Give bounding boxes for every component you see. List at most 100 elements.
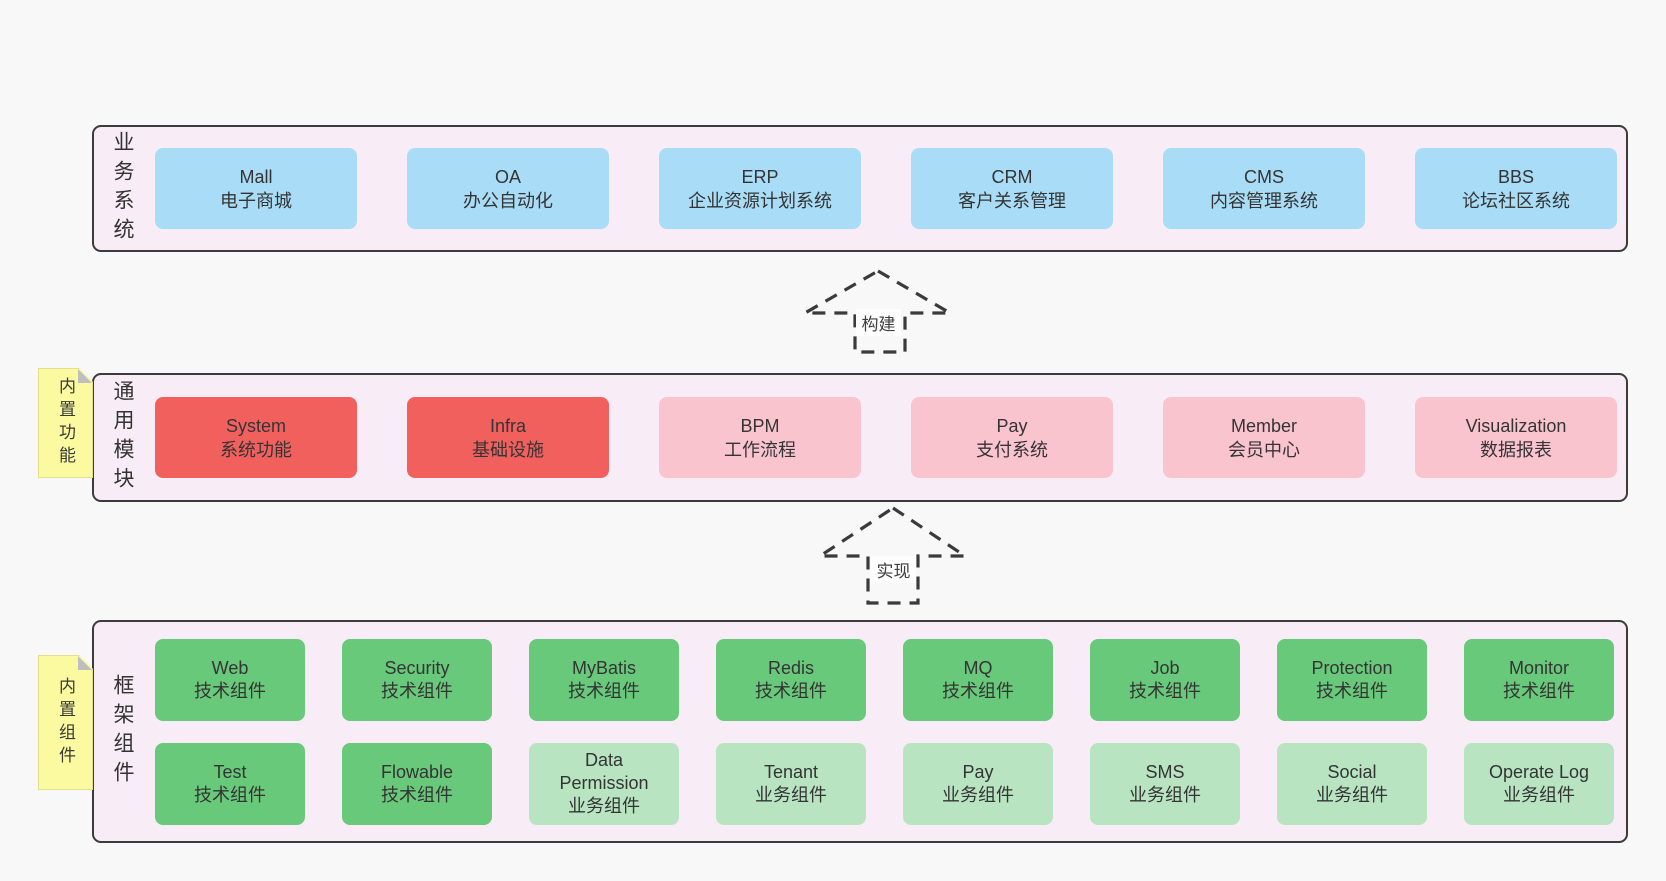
module-box-oa: OA 办公自动化	[407, 148, 609, 229]
common-modules-boxes: System 系统功能 Infra 基础设施 BPM 工作流程 Pay 支付系统 Member 会…	[155, 375, 1617, 500]
module-box-erp: ERP 企业资源计划系统	[659, 148, 861, 229]
build-arrow-outline	[799, 269, 956, 354]
module-title: Tenant	[763, 761, 819, 782]
module-title: MQ	[963, 657, 993, 678]
module-title: Infra	[489, 415, 527, 436]
module-subtitle: 技术组件	[194, 680, 266, 701]
implement-arrow	[814, 506, 971, 605]
module-title: Data Permission	[559, 750, 649, 793]
layer-framework-components-label: 框架组件	[111, 673, 134, 790]
module-box-system: System 系统功能	[155, 397, 357, 478]
module-subtitle: 技术组件	[1503, 680, 1575, 701]
module-subtitle: 业务组件	[1129, 784, 1201, 805]
module-subtitle: 业务组件	[1316, 784, 1388, 805]
note-fold-corner-icon	[78, 369, 92, 383]
module-title: Web	[211, 657, 249, 678]
module-title: Security	[384, 657, 450, 678]
builtin-components-note: 内置组件	[38, 655, 93, 790]
note-fold-corner-icon	[78, 656, 92, 670]
build-arrow	[799, 269, 956, 354]
layer-common-modules: 通用模块 System 系统功能 Infra 基础设施 BPM 工作流程 Pay 支付系统 Me…	[92, 373, 1628, 502]
module-subtitle: 技术组件	[568, 680, 640, 701]
module-title: Protection	[1311, 657, 1393, 678]
module-title: Test	[213, 761, 247, 782]
module-subtitle: 技术组件	[1129, 680, 1201, 701]
module-subtitle: 业务组件	[755, 784, 827, 805]
module-title: Flowable	[380, 761, 454, 782]
module-title: OA	[494, 166, 521, 187]
builtin-functions-note-label: 内置功能	[56, 377, 75, 469]
module-title: System	[225, 415, 286, 436]
module-title: Member	[1230, 415, 1297, 436]
module-subtitle: 系统功能	[220, 439, 292, 460]
module-title: MyBatis	[571, 657, 636, 678]
module-title: ERP	[741, 166, 779, 187]
module-subtitle: 企业资源计划系统	[688, 190, 832, 211]
module-box-member: Member 会员中心	[1163, 397, 1365, 478]
module-title: Redis	[767, 657, 815, 678]
module-subtitle: 技术组件	[194, 784, 266, 805]
module-subtitle: 电子商城	[220, 190, 292, 211]
module-box-bbs: BBS 论坛社区系统	[1415, 148, 1617, 229]
module-title: BPM	[740, 415, 780, 436]
implement-arrow-outline	[814, 506, 971, 605]
build-arrow-label: 构建	[856, 309, 901, 336]
module-title: Monitor	[1508, 657, 1570, 678]
module-subtitle: 数据报表	[1480, 439, 1552, 460]
module-subtitle: 业务组件	[942, 784, 1014, 805]
module-subtitle: 技术组件	[942, 680, 1014, 701]
module-title: SMS	[1145, 761, 1185, 782]
module-title: Pay	[962, 761, 994, 782]
module-title: BBS	[1497, 166, 1535, 187]
module-box-data-permission: Data Permission 业务组件	[529, 742, 679, 825]
module-title: Pay	[996, 415, 1028, 436]
module-box-infra: Infra 基础设施	[407, 397, 609, 478]
module-subtitle: 技术组件	[755, 680, 827, 701]
module-subtitle: 业务组件	[568, 796, 640, 816]
module-box-visualization: Visualization 数据报表	[1415, 397, 1617, 478]
module-subtitle: 论坛社区系统	[1462, 190, 1570, 211]
module-subtitle: 办公自动化	[463, 190, 553, 211]
layer-common-modules-label: 通用模块	[111, 379, 134, 496]
module-subtitle: 会员中心	[1228, 439, 1300, 460]
module-title: Social	[1327, 761, 1377, 782]
module-subtitle: 内容管理系统	[1210, 190, 1318, 211]
module-subtitle: 支付系统	[976, 439, 1048, 460]
module-title: CRM	[991, 166, 1033, 187]
module-subtitle: 工作流程	[724, 439, 796, 460]
module-subtitle: 技术组件	[381, 784, 453, 805]
module-title: Job	[1150, 657, 1180, 678]
module-title: Operate Log	[1488, 761, 1590, 782]
module-subtitle: 业务组件	[1503, 784, 1575, 805]
module-subtitle: 基础设施	[472, 439, 544, 460]
module-subtitle: 技术组件	[1316, 680, 1388, 701]
implement-arrow-label: 实现	[871, 556, 916, 583]
layer-business-systems-label: 业务系统	[111, 130, 134, 247]
module-title: Visualization	[1465, 415, 1567, 436]
module-subtitle: 技术组件	[381, 680, 453, 701]
